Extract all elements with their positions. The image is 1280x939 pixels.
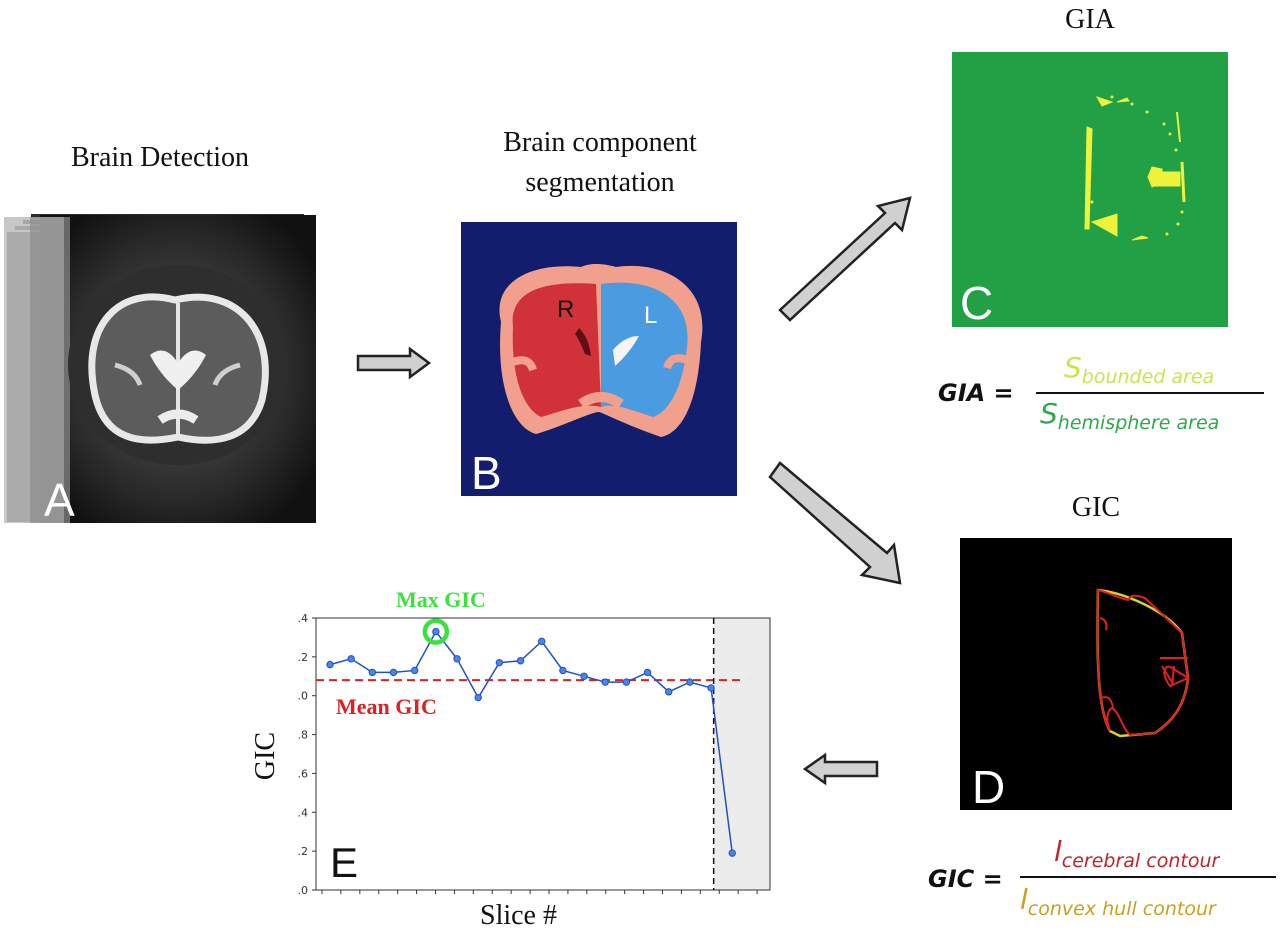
gia-denominator: Shemisphere area <box>1040 397 1219 434</box>
gia-fraction-bar <box>1036 392 1264 394</box>
gia-formula-lhs: GIA = <box>938 379 1014 407</box>
chart-y-tick-label: .2 <box>298 651 309 664</box>
gic-formula-lhs: GIC = <box>928 865 1003 893</box>
chart-y-tick-label: .4 <box>298 806 309 819</box>
chart-y-tick-label: .8 <box>298 729 309 742</box>
gic-numerator-sub: cerebral contour <box>1061 850 1220 872</box>
label-left-hemisphere: L <box>644 302 658 329</box>
chart-point <box>516 657 525 665</box>
arrow-d-to-e <box>802 752 879 786</box>
chart-y-tick-label: .6 <box>298 767 309 780</box>
chart-shaded-region <box>713 618 770 890</box>
chart-point <box>495 658 504 667</box>
chart-max-marker <box>422 618 450 645</box>
gic-numerator-base: l <box>1054 835 1062 868</box>
panel-letter-c: C <box>960 277 994 329</box>
arrow-b-to-d <box>768 461 902 585</box>
chart-point <box>665 688 673 696</box>
chart-max-gic-label: Max GIC <box>396 587 486 612</box>
chart-y-tick-label: .0 <box>298 690 309 703</box>
chart-point <box>474 693 482 702</box>
mri-slice-stack: A <box>0 205 320 525</box>
panel-letter-a: A <box>44 474 75 526</box>
chart-x-axis-label: Slice # <box>480 900 557 931</box>
chart-y-axis-label: GIC <box>250 731 282 781</box>
chart-point <box>347 655 355 663</box>
gia-denominator-base: S <box>1040 397 1058 430</box>
panel-letter-b: B <box>471 447 502 499</box>
gia-numerator-sub: bounded area <box>1081 366 1215 388</box>
gic-denominator: lconvex hull contour <box>1020 883 1216 920</box>
chart-y-tick-label: .2 <box>298 845 309 858</box>
gic-title: GIC <box>1071 492 1121 523</box>
gic-numerator: lcerebral contour <box>1054 835 1219 872</box>
gic-fraction-bar <box>1020 876 1276 878</box>
gic-chart: .4 .2 .0 .8 .6 .4 .2 .0 E Slice # GIC Max GIC M… <box>250 587 780 935</box>
label-right-hemisphere: R <box>557 296 575 323</box>
segmentation-title-line1: Brain component <box>503 127 697 158</box>
chart-point <box>538 637 546 646</box>
gia-formula: GIA = Sbounded area Shemisphere area <box>938 351 1268 435</box>
gia-numerator-base: S <box>1064 351 1082 384</box>
chart-panel-letter-e: E <box>330 839 359 886</box>
gic-denominator-sub: convex hull contour <box>1027 898 1216 920</box>
chart-point <box>326 660 334 669</box>
chart-series-line <box>329 630 733 854</box>
gia-title: GIA <box>1065 4 1115 35</box>
panel-letter-d: D <box>972 761 1006 813</box>
chart-y-tick-label: .4 <box>298 612 309 625</box>
segmentation-image: R L B <box>461 222 737 496</box>
gic-denominator-base: l <box>1020 883 1028 916</box>
chart-mean-gic-label: Mean GIC <box>336 694 437 719</box>
gic-formula-fraction: lcerebral contour lconvex hull contour <box>1020 835 1278 930</box>
chart-point <box>686 678 694 686</box>
arrow-a-to-b <box>356 346 432 380</box>
chart-point <box>622 678 631 686</box>
chart-point <box>580 672 588 680</box>
chart-y-tick-label: .0 <box>298 884 309 897</box>
gia-denominator-sub: hemisphere area <box>1057 412 1220 434</box>
gic-image: D <box>960 538 1232 810</box>
chart-point <box>559 666 567 675</box>
brain-detection-title: Brain Detection <box>70 142 250 173</box>
gia-formula-fraction: Sbounded area Shemisphere area <box>1036 351 1266 435</box>
chart-plot-frame <box>315 617 771 891</box>
chart-point <box>410 666 419 675</box>
chart-point <box>643 668 652 677</box>
gic-formula: GIC = lcerebral contour lconvex hull con… <box>928 835 1278 930</box>
arrow-b-to-c <box>778 196 912 322</box>
gia-image: C <box>952 52 1228 327</box>
chart-point <box>601 678 609 686</box>
chart-point <box>728 849 736 857</box>
chart-point <box>707 684 715 692</box>
chart-point <box>453 655 461 663</box>
chart-point <box>368 668 377 677</box>
gia-numerator: Sbounded area <box>1064 351 1214 388</box>
chart-point <box>389 668 398 677</box>
segmentation-title-line2: segmentation <box>525 167 675 198</box>
chart-point <box>432 627 440 636</box>
